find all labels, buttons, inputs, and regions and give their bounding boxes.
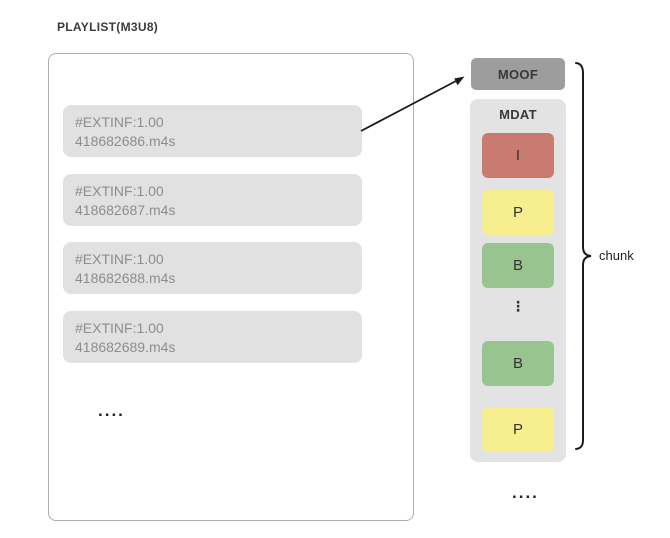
segment-box: #EXTINF:1.00 418682686.m4s xyxy=(63,105,362,157)
chunk-more-dots: .... xyxy=(512,483,539,502)
extinf-line: #EXTINF:1.00 xyxy=(75,320,164,336)
filename-line: 418682686.m4s xyxy=(75,133,176,149)
filename-line: 418682687.m4s xyxy=(75,202,176,218)
page-title: PLAYLIST(M3U8) xyxy=(57,20,159,34)
segment-box: #EXTINF:1.00 418682689.m4s xyxy=(63,311,362,363)
b-frame-box: B xyxy=(482,243,554,288)
i-frame-box: I xyxy=(482,133,554,178)
chunk-brace xyxy=(575,62,592,450)
p-frame-box: P xyxy=(482,190,554,235)
segment-box: #EXTINF:1.00 418682688.m4s xyxy=(63,242,362,294)
b-frame-box: B xyxy=(482,341,554,386)
p-frame-box: P xyxy=(482,407,554,452)
segment-box: #EXTINF:1.00 418682687.m4s xyxy=(63,174,362,226)
filename-line: 418682688.m4s xyxy=(75,270,176,286)
arrowhead-icon xyxy=(454,76,465,86)
frames-vertical-ellipsis: ⋮ xyxy=(511,298,525,314)
moof-label: MOOF xyxy=(497,66,539,82)
playlist-more-dots: .... xyxy=(98,401,125,420)
extinf-line: #EXTINF:1.00 xyxy=(75,114,164,130)
mdat-panel: MDAT I P B ⋮ B P xyxy=(470,99,566,462)
filename-line: 418682689.m4s xyxy=(75,339,176,355)
moof-box: MOOF xyxy=(471,58,565,90)
extinf-line: #EXTINF:1.00 xyxy=(75,251,164,267)
chunk-brace-label: chunk xyxy=(599,248,634,263)
playlist-panel: #EXTINF:1.00 418682686.m4s #EXTINF:1.00 … xyxy=(48,53,414,521)
extinf-line: #EXTINF:1.00 xyxy=(75,183,164,199)
mdat-label: MDAT xyxy=(499,107,537,122)
